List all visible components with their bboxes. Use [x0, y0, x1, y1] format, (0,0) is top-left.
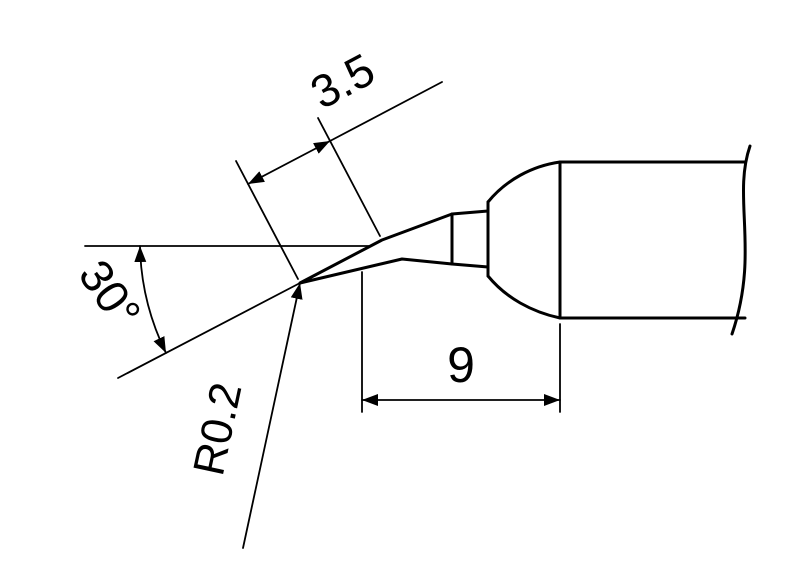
radius-leader-line [242, 282, 303, 549]
angle-arc [134, 245, 167, 354]
angle-tip-axis-extension [117, 282, 301, 379]
dim-3-5-extension-a [235, 160, 299, 280]
soldering-tip-body [298, 144, 752, 336]
break-line-wave [730, 144, 752, 336]
dim-3-5-extension-b [317, 117, 381, 237]
dim-label-cone-length: 9 [447, 337, 475, 393]
dimension-cone-length: 9 [361, 271, 561, 413]
dim-label-bend-angle: 30° [69, 250, 151, 337]
dimension-tip-radius: R0.2 [184, 282, 303, 549]
dimension-bend-angle: 30° [69, 245, 370, 379]
dim-label-bent-tip-length: 3.5 [302, 43, 383, 119]
tip-body-fill [300, 162, 746, 318]
dim-label-tip-radius: R0.2 [184, 378, 251, 479]
dim-3-5-line [247, 140, 331, 185]
dim-3-5-line-extension [329, 81, 443, 142]
